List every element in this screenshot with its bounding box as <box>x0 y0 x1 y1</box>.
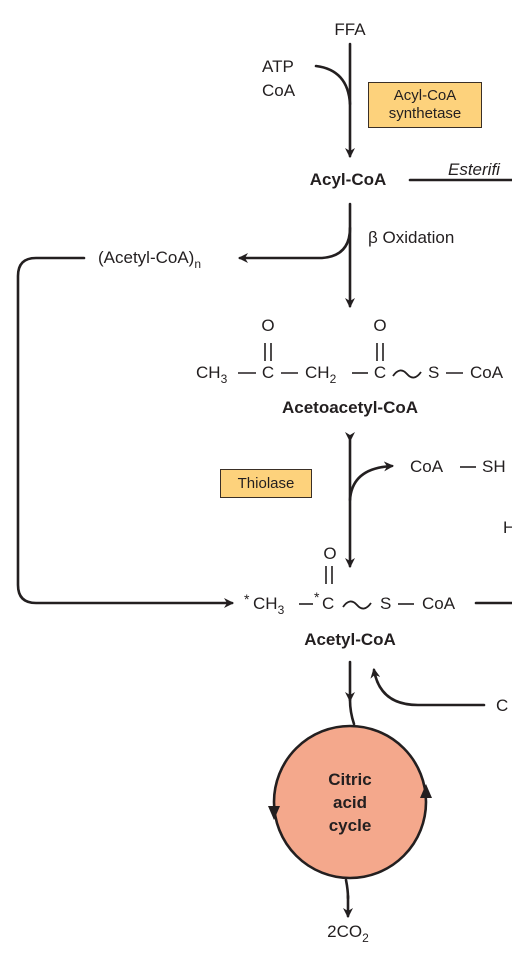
oxidation-text: Oxidation <box>382 228 455 247</box>
branch-to-acetylcoa-n-arrow <box>238 226 352 263</box>
acetyl-star2: * <box>314 589 320 605</box>
thiolase-enzyme: Thiolase <box>220 469 312 498</box>
acetyl-coa-label: Acetyl-CoA <box>304 630 396 649</box>
beta-symbol: β <box>368 228 378 247</box>
beta-oxidation-label: β Oxidation <box>368 228 454 248</box>
cycle-arrowhead-left-icon <box>268 806 280 820</box>
atp-label: ATP <box>262 57 294 76</box>
c-partial-label: C <box>496 696 509 715</box>
acetoacetyl-ch3-text: CH <box>196 363 221 382</box>
acetoacetyl-ch3: CH3 <box>196 363 228 386</box>
incoming-right-arrow <box>370 668 486 707</box>
esterification-label: Esterifi <box>448 160 500 179</box>
acetyl-carbon: C <box>322 594 335 613</box>
co2-text: 2CO <box>327 922 363 941</box>
acetoacetyl-ch2-text: CH <box>305 363 330 382</box>
cycle-arrowhead-right-icon <box>420 784 432 798</box>
acetyl-coa-n-subscript: n <box>194 257 202 271</box>
cycle-label-line2: acid <box>332 793 368 812</box>
acetoacetyl-ch2: CH2 <box>305 363 337 386</box>
acetoacetyl-coa-label: Acetoacetyl-CoA <box>281 398 419 417</box>
acetyl-star1: * <box>244 591 250 607</box>
acetoacetyl-ch2-subscript: 2 <box>329 372 337 386</box>
acetoacetyl-ch3-subscript: 3 <box>220 372 228 386</box>
co2-label: 2CO2 <box>327 922 369 945</box>
acetyl-thioester-tilde <box>342 600 372 610</box>
cycle-label-line1: Citric <box>328 770 372 789</box>
cycle-label-line3: cycle <box>328 816 372 835</box>
acetoacetyl-sulfur: S <box>428 363 440 382</box>
acetyl-carbonyl-bond <box>325 566 333 584</box>
acetyl-sulfur: S <box>380 594 392 613</box>
thiolase-label: Thiolase <box>237 474 295 492</box>
ffa-label: FFA <box>334 20 366 39</box>
acetyl-coa-n-main: (Acetyl-CoA) <box>98 248 195 267</box>
acetoacetyl-carbon2: C <box>373 363 387 382</box>
h-partial-label: H <box>503 518 512 537</box>
acetylcoa-n-loop-arrow <box>16 256 234 608</box>
acetyl-ch3-subscript: 3 <box>277 603 285 617</box>
acyl-coa-label: Acyl-CoA <box>309 170 387 189</box>
acetoacetyl-thioester-tilde <box>392 369 422 379</box>
acetyl-coa-n-label: (Acetyl-CoA)n <box>98 248 202 271</box>
acetylcoa-to-cycle-line <box>348 698 356 726</box>
coa-label: CoA <box>262 81 296 100</box>
citric-acid-cycle-circle <box>272 724 428 880</box>
acetoacetyl-carbonyl2-bond <box>376 343 384 361</box>
acetyl-ch3-text: CH <box>253 594 278 613</box>
acetoacetyl-carbonyl1-bond <box>264 343 272 361</box>
acyl-coa-synthetase-enzyme: Acyl-CoA synthetase <box>368 82 482 128</box>
acetyl-ch3: CH3 <box>253 594 285 617</box>
acetoacetyl-oxygen1: O <box>261 316 275 335</box>
acetoacetyl-carbon1: C <box>261 363 275 382</box>
enzyme-name-line2: synthetase <box>388 105 462 122</box>
co2-subscript: 2 <box>362 931 369 945</box>
acetyl-coa-group: CoA <box>422 594 456 613</box>
coash-curve-arrow <box>348 461 394 502</box>
acetyl-oxygen: O <box>323 544 337 563</box>
enzyme-name-line1: Acyl-CoA <box>393 87 457 104</box>
atp-coa-entry-curve <box>314 64 352 106</box>
acetoacetyl-oxygen2: O <box>373 316 387 335</box>
acetoacetyl-coa-group: CoA <box>470 363 504 382</box>
coa-sh-coa: CoA <box>410 457 444 476</box>
coa-sh-sh: SH <box>482 457 506 476</box>
